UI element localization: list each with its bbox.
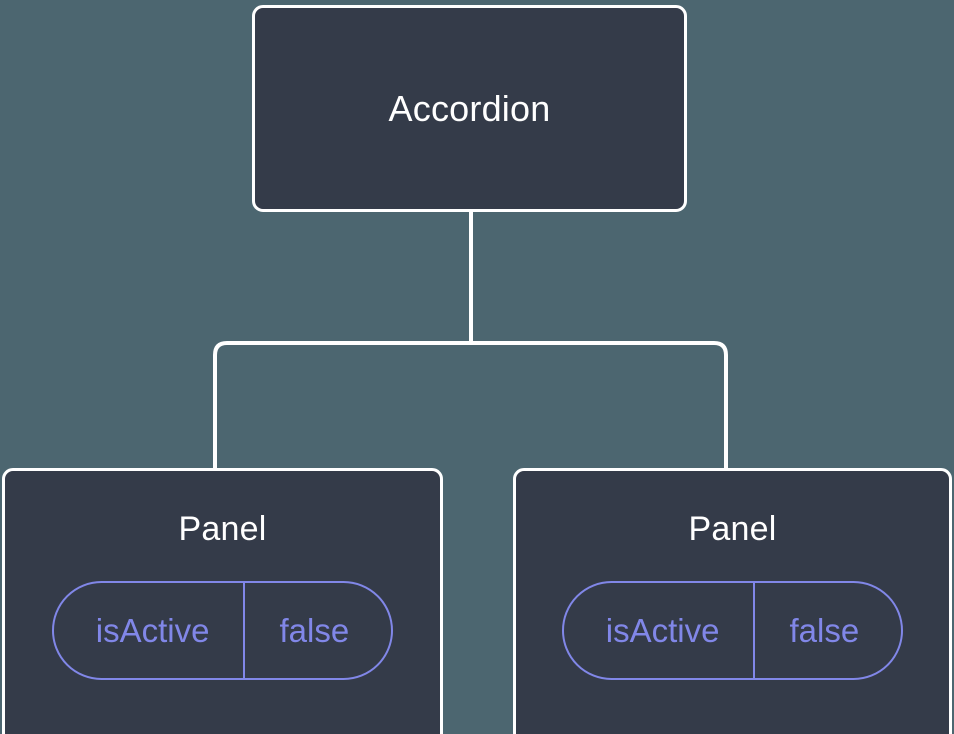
prop-key-isactive: isActive (95, 612, 210, 649)
node-accordion-label: Accordion (388, 87, 551, 129)
node-accordion[interactable]: Accordion (252, 5, 687, 212)
prop-badge-panel-1[interactable]: isActive false (51, 581, 394, 680)
prop-key-isactive: isActive (605, 612, 720, 649)
prop-badge-panel-2[interactable]: isActive false (561, 581, 904, 680)
node-panel-2[interactable]: Panel isActive false (513, 468, 952, 734)
prop-value-isactive: false (753, 583, 901, 678)
node-panel-2-label: Panel (688, 510, 777, 548)
connector-branch-bar (213, 341, 728, 471)
node-panel-1[interactable]: Panel isActive false (2, 468, 443, 734)
prop-value-isactive: false (243, 583, 391, 678)
node-panel-1-label: Panel (178, 510, 267, 548)
